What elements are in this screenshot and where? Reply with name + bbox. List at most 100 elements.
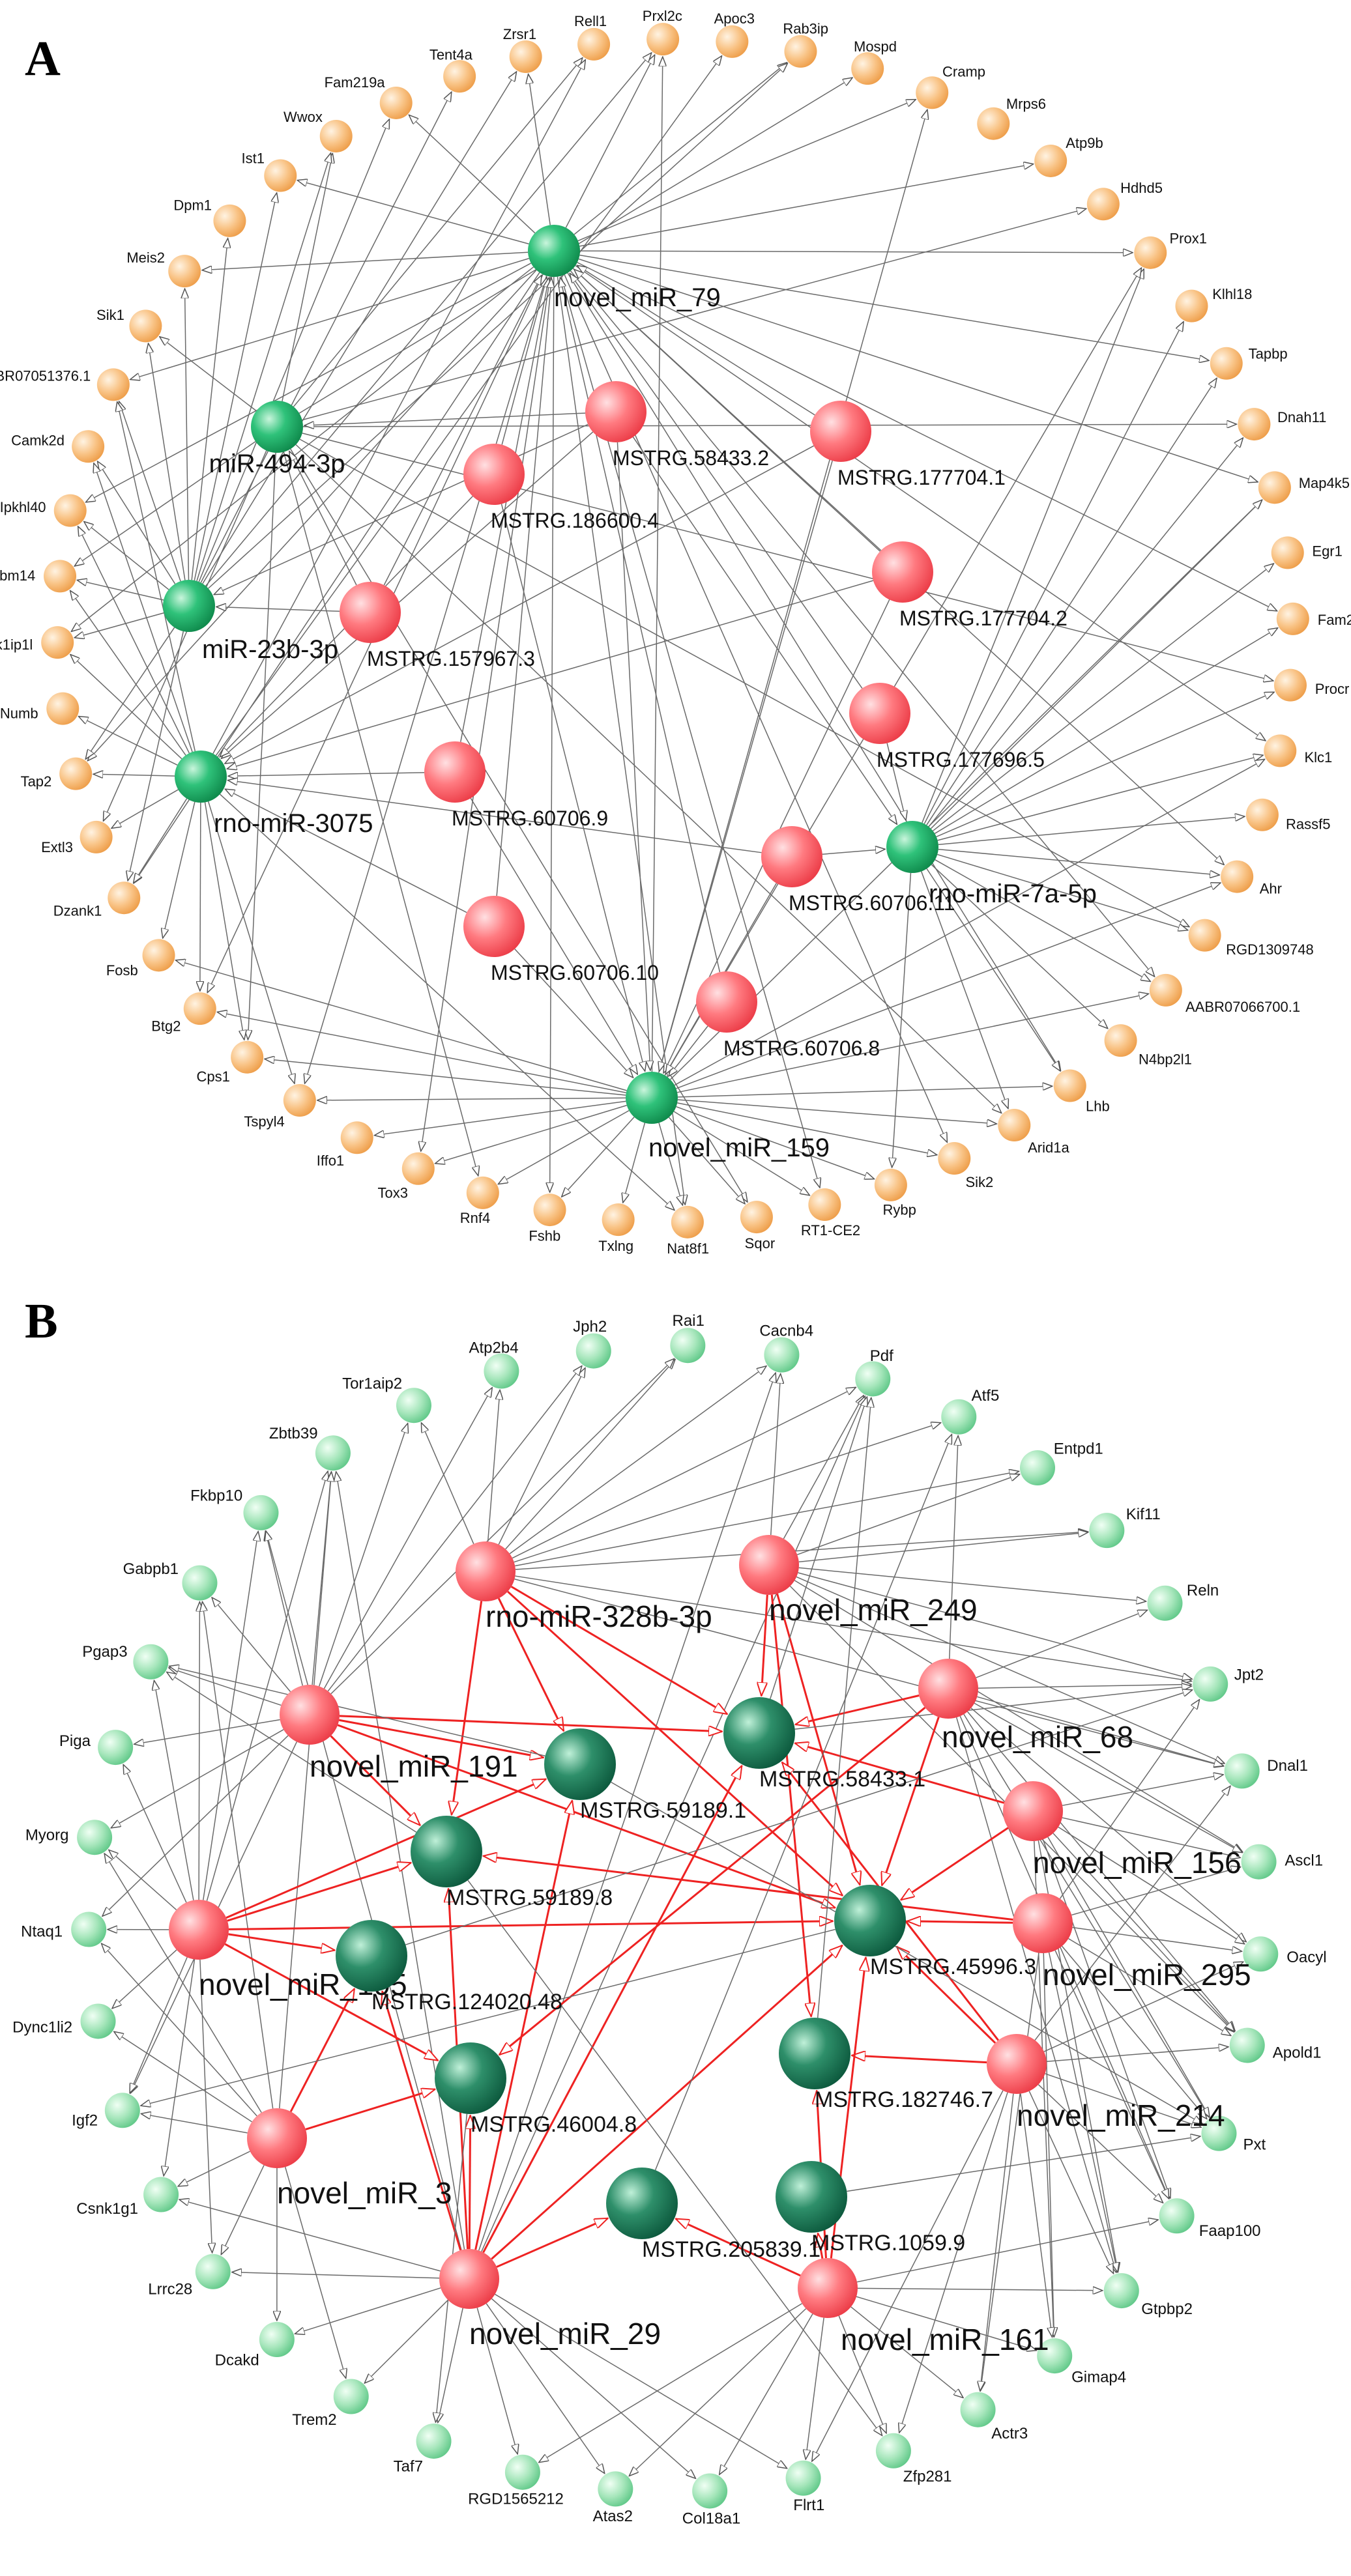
mirna-node-mir-494-3p: miR-494-3p	[209, 401, 345, 478]
target-node-circle	[1053, 1069, 1086, 1102]
mirna-node-circle	[163, 580, 215, 632]
target-node-circle	[71, 1911, 107, 1947]
interaction-edge	[405, 1690, 1192, 1945]
interaction-edge	[169, 1666, 545, 1756]
lncrna-node-mstrg-60706-9: MSTRG.60706.9	[424, 741, 608, 830]
interaction-edge	[668, 1117, 745, 1204]
target-node-aabr07066700-1: AABR07066700.1	[1149, 973, 1300, 1015]
target-node-circle	[784, 35, 817, 68]
interaction-edge	[857, 2288, 1103, 2290]
interaction-edge	[976, 1610, 1148, 1678]
target-node-fkbp10: Fkbp10	[190, 1487, 279, 1530]
interaction-edge	[719, 2313, 813, 2475]
interaction-edge	[71, 266, 534, 632]
target-node-rt1-ce2: RT1-CE2	[801, 1188, 860, 1238]
target-node-circle	[315, 1435, 351, 1471]
lncrna-node-label: MSTRG.157967.3	[367, 647, 535, 670]
interaction-edge	[937, 853, 1187, 930]
target-node-label: Iffo1	[317, 1152, 344, 1169]
lncrna-node-mstrg-59189-1: MSTRG.59189.1	[544, 1728, 746, 1823]
interaction-edge	[491, 2298, 696, 2478]
interaction-edge	[141, 2113, 248, 2134]
target-node-label: Pgap3	[82, 1643, 127, 1661]
target-node-pxt: Pxt	[1201, 2115, 1266, 2154]
interaction-edge	[478, 1373, 776, 2251]
target-node-circle	[396, 1388, 431, 1424]
lncrna-node-circle	[585, 381, 646, 442]
interaction-edge	[966, 1711, 1236, 2031]
interaction-edge	[421, 1423, 474, 1545]
interaction-edge	[117, 402, 196, 752]
interaction-edge	[194, 193, 276, 581]
mirna-node-rno-mir-7a-5p: rno-miR-7a-5p	[886, 821, 1097, 908]
interaction-edge	[265, 1531, 303, 1686]
target-node-atp2b4: Atp2b4	[469, 1339, 519, 1389]
interaction-edge	[651, 57, 662, 1072]
mirna-node-label: novel_miR_159	[648, 1134, 830, 1162]
target-node-circle	[44, 560, 77, 593]
target-node-circle	[851, 52, 884, 85]
target-node-circle	[575, 1333, 611, 1369]
target-node-circle	[916, 76, 949, 109]
target-node-label: Ntaq1	[21, 1923, 63, 1940]
interaction-edge	[175, 960, 627, 1091]
interaction-edge	[783, 1395, 864, 1539]
mirna-node-novel-mir-159: novel_miR_159	[626, 1072, 830, 1162]
target-node-label: Rell1	[574, 13, 607, 29]
target-node-label: Prox1	[1169, 231, 1206, 247]
mirna-node-circle	[739, 1535, 799, 1595]
target-node-label: Tspyl4	[244, 1113, 284, 1130]
target-node-circle	[80, 820, 113, 853]
lncrna-node-circle	[761, 826, 822, 887]
interaction-edge	[978, 1684, 1191, 1689]
target-node-lrrc28: Lrrc28	[148, 2254, 231, 2298]
interaction-edge	[658, 1123, 682, 1205]
interaction-edge	[1062, 1817, 1240, 1857]
interaction-edge	[327, 1366, 582, 1692]
interaction-edge	[955, 1717, 1116, 2272]
mirna-node-label: novel_miR_249	[769, 1593, 978, 1627]
mirna-node-label: rno-miR-7a-5p	[929, 880, 1097, 908]
interaction-edge	[770, 1397, 867, 1699]
target-node-kif11: Kif11	[1089, 1506, 1161, 1549]
lncrna-node-circle	[810, 401, 871, 462]
target-node-actr3: Actr3	[960, 2392, 1028, 2442]
interaction-edge	[196, 153, 331, 582]
interaction-edge	[515, 1471, 1019, 1567]
interaction-edge	[128, 631, 184, 881]
mirna-node-circle	[439, 2249, 499, 2309]
interaction-edge	[980, 1953, 1039, 2391]
target-node-circle	[1224, 1753, 1260, 1789]
interaction-edge-red	[676, 2218, 801, 2277]
target-node-label: Ist1	[242, 150, 265, 166]
mirna-node-label: novel_miR_295	[1043, 1958, 1251, 1992]
interaction-edge	[1054, 1950, 1169, 2199]
target-node-piga: Piga	[59, 1730, 134, 1766]
interaction-edge	[289, 451, 357, 586]
target-node-label: Cramp	[942, 64, 985, 80]
target-node-circle	[1134, 236, 1167, 269]
edges-layer	[70, 53, 1278, 2478]
target-node-dnah11: Dnah11	[1238, 408, 1326, 441]
target-node-circle	[143, 2177, 179, 2212]
interaction-edge	[149, 343, 186, 580]
target-node-label: Atp2b4	[469, 1339, 519, 1356]
interaction-edge	[164, 1959, 196, 2176]
target-node-label: Rab3ip	[783, 21, 828, 37]
target-node-label: Tor1aip2	[342, 1375, 402, 1392]
interaction-edge	[222, 431, 594, 758]
target-node-circle	[259, 2322, 295, 2358]
mirna-node-circle	[456, 1541, 516, 1601]
target-node-circle	[104, 2093, 140, 2128]
lncrna-node-label: MSTRG.177696.5	[877, 748, 1045, 771]
target-node-zfp281: Zfp281	[875, 2433, 952, 2485]
interaction-edge	[899, 2092, 1008, 2433]
target-node-circle	[504, 2454, 540, 2490]
lncrna-node-mstrg-60706-8: MSTRG.60706.8	[696, 971, 880, 1060]
target-node-circle	[183, 992, 216, 1025]
target-node-circle	[98, 1730, 134, 1766]
target-node-circle	[764, 1337, 800, 1373]
target-node-col18a1: Col18a1	[682, 2473, 740, 2527]
target-node-label: Fam219a	[325, 74, 386, 91]
target-node-circle	[168, 255, 201, 288]
